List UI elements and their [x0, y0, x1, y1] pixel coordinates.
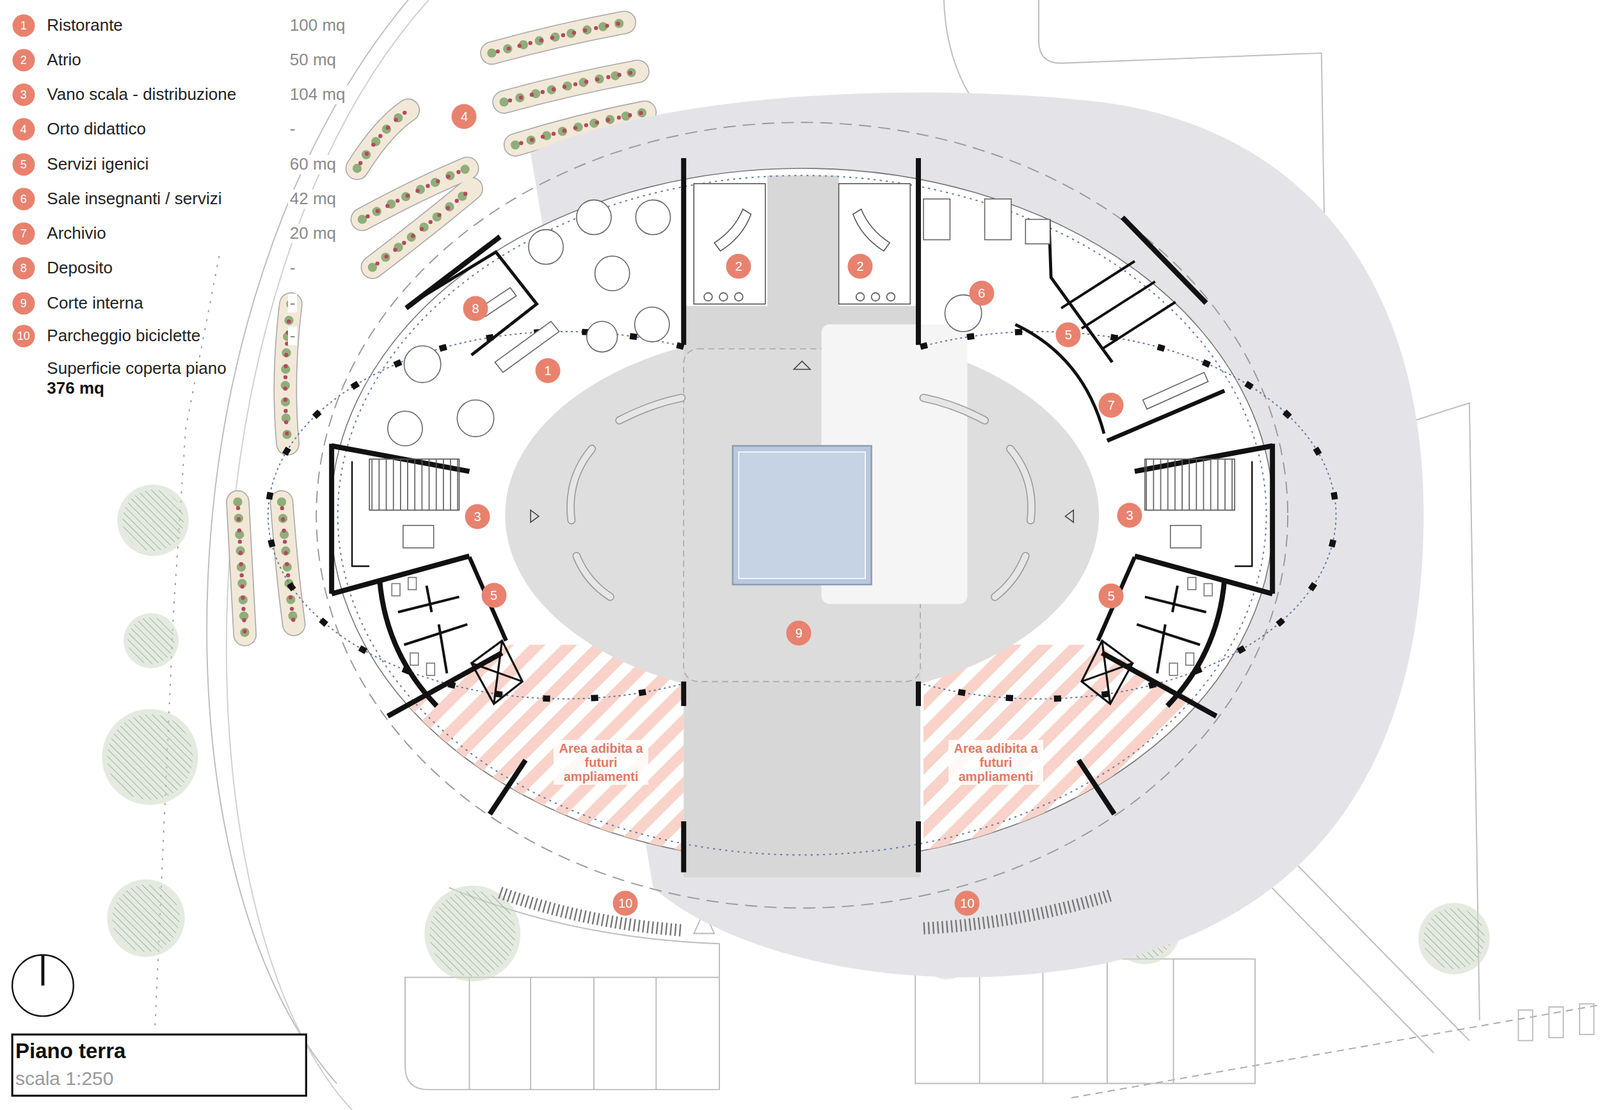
callout-number: 5	[481, 582, 507, 608]
room-area: 100 mq	[288, 16, 348, 36]
callout-number: 4	[451, 103, 477, 130]
callout-number: 7	[1098, 392, 1124, 418]
room-area: -	[288, 326, 298, 346]
callout-text: 10	[960, 896, 975, 910]
room-area: 50 mq	[288, 50, 338, 70]
callout-number: 3	[12, 83, 36, 107]
plan-title: Piano terra	[15, 1039, 126, 1063]
room-area: -	[288, 293, 298, 313]
room-area: 20 mq	[288, 224, 338, 244]
callout-text: 7	[20, 227, 27, 240]
callout-text: 3	[1125, 508, 1133, 522]
callout-text: 1	[544, 364, 552, 377]
callout-number: 5	[1098, 583, 1124, 609]
callout-number: 5	[12, 152, 36, 176]
callout-number: 3	[464, 503, 491, 530]
callout-number: 6	[12, 187, 36, 211]
room-area: -	[288, 258, 298, 278]
callout-text: 4	[460, 110, 468, 123]
callout-text: 9	[795, 626, 803, 640]
room-area: 42 mq	[288, 189, 338, 209]
title-box	[12, 1034, 306, 1096]
callout-number: 4	[12, 117, 36, 141]
room-name: Atrio	[44, 50, 83, 70]
room-area: -	[288, 120, 298, 140]
callout-text: 5	[490, 588, 498, 602]
callout-number: 9	[785, 620, 812, 646]
callout-number: 8	[462, 295, 489, 322]
callout-text: 8	[471, 302, 479, 315]
room-name: Parcheggio biciclette	[44, 326, 203, 346]
callout-text: 5	[1064, 328, 1072, 342]
bike-racks	[499, 892, 1113, 931]
callout-number: 2	[725, 253, 752, 280]
callout-number: 10	[612, 890, 639, 916]
callout-number: 10	[12, 324, 36, 348]
room-name: Corte interna	[44, 293, 145, 313]
room-name: Vano scala - distribuzione	[44, 85, 239, 105]
room-area: 60 mq	[288, 154, 338, 175]
room-name: Servizi igenici	[44, 154, 151, 175]
room-name: Ristorante	[44, 16, 125, 36]
expansion-area-note: Area adibita a futuri ampliamenti	[553, 739, 649, 785]
callout-number: 6	[968, 280, 995, 306]
callout-text: 5	[20, 158, 27, 171]
expansion-area-note: Area adibita a futuri ampliamenti	[948, 739, 1044, 785]
callout-text: 7	[1107, 398, 1115, 412]
callout-text: 1	[20, 19, 27, 32]
callout-text: 5	[1107, 589, 1115, 603]
room-name: Sale insegnanti / servizi	[44, 189, 224, 209]
building	[268, 158, 1337, 888]
callout-text: 2	[735, 259, 743, 273]
callout-text: 2	[856, 259, 864, 273]
outer-ring	[316, 122, 1288, 908]
callout-number: 9	[12, 291, 36, 315]
plan-scale: scala 1:250	[15, 1067, 114, 1089]
callout-number: 1	[535, 357, 561, 384]
room-name: Deposito	[44, 258, 115, 278]
floor-area-note: Superficie coperta piano	[44, 359, 228, 379]
north-arrow	[12, 954, 74, 1017]
callout-text: 8	[20, 262, 27, 274]
callout-number: 3	[1116, 502, 1143, 528]
callout-number: 8	[12, 256, 36, 280]
callout-text: 3	[20, 88, 27, 101]
callout-text: 3	[474, 510, 482, 523]
callout-number: 2	[12, 48, 36, 72]
callout-number: 10	[954, 890, 980, 916]
callout-text: 2	[20, 54, 27, 66]
callout-number: 5	[1055, 321, 1081, 348]
callout-number: 2	[847, 253, 873, 280]
callout-text: 10	[17, 330, 31, 342]
callout-text: 4	[20, 123, 27, 136]
room-name: Orto didattico	[44, 120, 148, 140]
callout-text: 10	[618, 896, 633, 910]
callout-text: 9	[20, 297, 27, 310]
room-area: 104 mq	[288, 85, 348, 105]
callout-number: 1	[12, 14, 36, 38]
floor-area-value: 376 mq	[44, 379, 107, 399]
room-name: Archivio	[44, 224, 108, 244]
site-lines	[154, 0, 1600, 1110]
callout-number: 7	[12, 222, 36, 246]
callout-text: 6	[20, 193, 27, 205]
callout-text: 6	[977, 286, 985, 300]
